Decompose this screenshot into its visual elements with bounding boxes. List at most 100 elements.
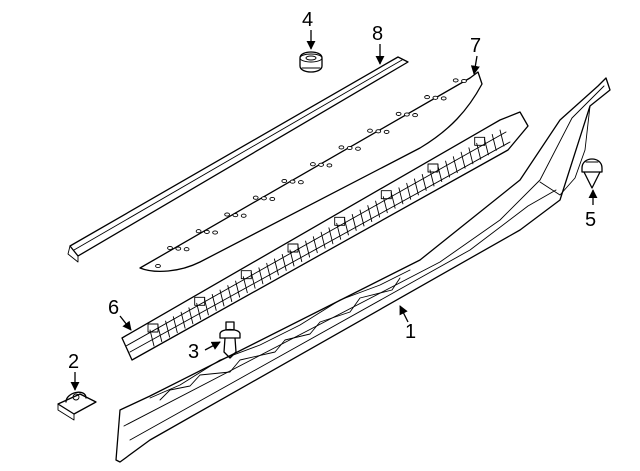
sill-plate-hole <box>355 146 361 151</box>
sill-plate-hole <box>269 196 276 202</box>
sill-plate-hole <box>175 246 182 251</box>
bracket-rib <box>429 169 435 187</box>
part-4-clip <box>299 51 323 73</box>
bracket-rib <box>281 253 287 271</box>
callout-3: 3 <box>188 341 199 363</box>
leader-1 <box>399 305 409 323</box>
bracket-rib <box>297 245 303 263</box>
bracket-rib <box>406 182 412 200</box>
bracket-rib <box>468 147 474 165</box>
sill-plate-hole <box>395 111 402 116</box>
callout-2: 2 <box>68 351 79 373</box>
bracket-rib <box>452 156 458 174</box>
sill-plate-hole <box>346 145 353 151</box>
part-5-push-clip <box>581 158 603 189</box>
bracket-rib <box>390 191 396 209</box>
bracket-rib <box>398 187 404 205</box>
sill-plate-hole <box>338 145 345 150</box>
leader-lines <box>70 30 598 391</box>
callout-4: 4 <box>302 9 313 31</box>
bracket-rib <box>227 285 233 303</box>
callout-1: 1 <box>405 321 416 343</box>
sill-plate-hole <box>252 195 259 200</box>
sill-plate-hole <box>281 178 288 184</box>
bracket-rib <box>188 307 194 325</box>
bracket-rib <box>203 298 209 316</box>
sill-plate-hole <box>404 112 410 117</box>
callout-7: 7 <box>470 35 481 57</box>
sill-plate-hole <box>424 95 430 100</box>
bracket-rib <box>421 173 427 191</box>
sill-plate-hole <box>440 96 447 101</box>
leader-3 <box>204 341 221 351</box>
bracket-rib <box>359 209 365 227</box>
bracket-rib <box>413 178 419 196</box>
sill-plate-hole <box>367 128 373 133</box>
bracket-ribs <box>147 129 505 347</box>
part-7-sill-plate <box>139 71 483 273</box>
part-3-push-rivet <box>219 321 241 359</box>
bracket-rib <box>180 311 186 329</box>
sill-plate-hole <box>289 179 296 184</box>
bracket-rib <box>219 289 225 307</box>
leader-6 <box>119 315 132 331</box>
sill-plate-hole <box>204 229 210 234</box>
bracket-rib <box>149 329 155 347</box>
sill-plate-hole <box>412 113 418 118</box>
bracket-rib <box>437 165 443 183</box>
bracket-rib <box>242 276 248 294</box>
sill-plate-hole <box>195 229 202 234</box>
part-8-moulding-strip <box>67 56 409 263</box>
sill-plate-hole <box>432 95 439 100</box>
sill-plate-hole <box>183 247 190 252</box>
bracket-rib <box>476 142 482 160</box>
bracket-rib <box>375 200 381 218</box>
bracket-tab <box>240 270 252 280</box>
bracket-rib <box>491 133 497 151</box>
sill-plate-hole <box>375 129 382 134</box>
sill-plate-hole <box>326 163 333 168</box>
bracket-rib <box>328 227 334 245</box>
bracket-rib <box>351 213 357 231</box>
bracket-rib <box>499 129 505 147</box>
sill-plate-hole <box>452 78 459 83</box>
sill-plate-hole <box>232 213 239 218</box>
sill-plate-hole <box>383 129 390 134</box>
sill-plate-hole <box>224 212 230 217</box>
bracket-rib <box>250 271 256 289</box>
part-6-bracket <box>121 111 529 361</box>
sill-plate-hole <box>461 78 467 84</box>
bracket-rib <box>312 236 318 254</box>
bracket-rib <box>305 240 311 258</box>
bracket-rib <box>157 325 163 343</box>
bracket-rib <box>165 320 171 338</box>
bracket-rib <box>367 205 373 223</box>
sill-plate-hole <box>240 213 247 218</box>
bracket-rib <box>235 280 241 298</box>
callout-8: 8 <box>372 23 383 45</box>
bracket-rib <box>445 160 451 178</box>
bracket-rib <box>211 293 217 311</box>
sill-plate-hole <box>212 230 218 235</box>
bracket-rib <box>343 218 349 236</box>
bracket-rib <box>483 138 489 156</box>
sill-plate-hole <box>298 180 304 185</box>
part-1-rocker-moulding <box>115 77 611 463</box>
sill-plate-hole <box>155 263 161 269</box>
sill-plate-hole <box>318 162 324 167</box>
bracket-rib <box>273 258 279 276</box>
callout-5: 5 <box>585 209 596 231</box>
bracket-rib <box>320 231 326 249</box>
leader-7 <box>470 55 480 75</box>
bracket-tab <box>474 136 486 146</box>
bracket-rib <box>289 249 295 267</box>
bracket-rib <box>336 222 342 240</box>
sill-plate-hole <box>310 162 316 167</box>
bracket-rib <box>266 262 272 280</box>
bracket-rib <box>196 302 202 320</box>
callout-6: 6 <box>108 297 119 319</box>
bracket-rib <box>460 151 466 169</box>
part-2-nut-clip <box>57 391 97 421</box>
bracket-rib <box>382 196 388 214</box>
sill-plate-holes <box>155 78 467 269</box>
